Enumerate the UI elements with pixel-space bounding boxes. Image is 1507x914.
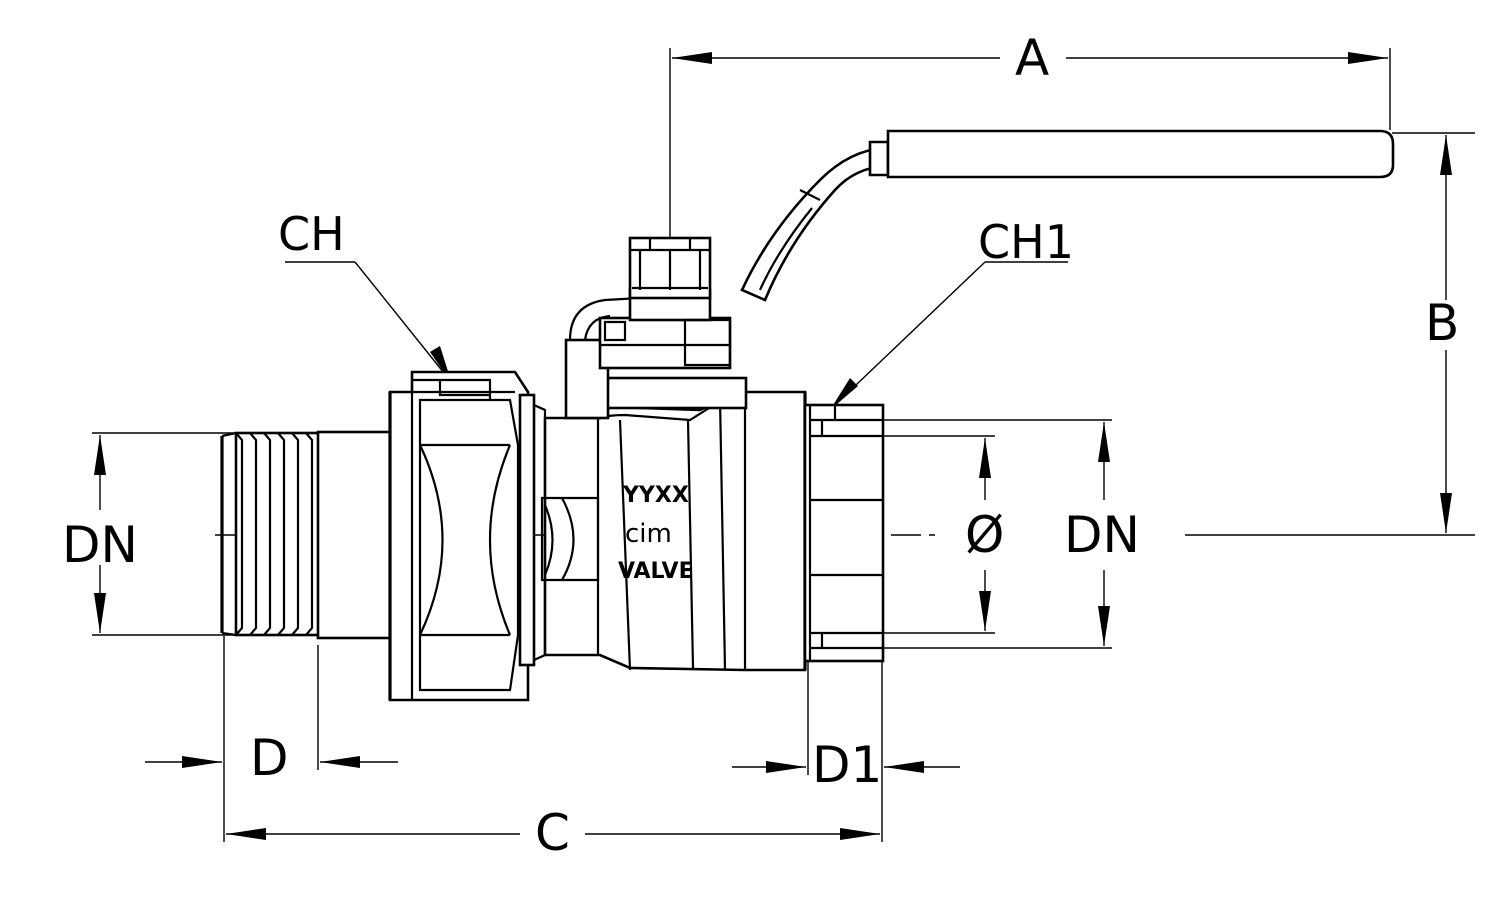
label-D: D	[250, 729, 289, 787]
label-C: C	[535, 804, 570, 862]
thread-grooves	[235, 432, 314, 636]
label-CH: CH	[278, 207, 345, 261]
marking-line-2: cim	[625, 519, 672, 549]
label-B: B	[1425, 294, 1459, 352]
valve-body	[220, 129, 1395, 702]
label-DN-right: DN	[1064, 506, 1140, 564]
label-DN-left: DN	[62, 516, 138, 574]
label-CH1: CH1	[978, 215, 1074, 269]
label-D1: D1	[812, 736, 882, 794]
body-marking: YYXX cim VALVE	[618, 483, 694, 584]
dimension-labels: A B C D D1 CH CH1 DN DN Ø	[62, 29, 1459, 862]
marking-line-3: VALVE	[618, 559, 694, 584]
marking-line-1: YYXX	[622, 483, 689, 508]
dimension-lines	[92, 48, 1475, 842]
label-A: A	[1015, 29, 1049, 87]
label-phi: Ø	[965, 506, 1004, 564]
